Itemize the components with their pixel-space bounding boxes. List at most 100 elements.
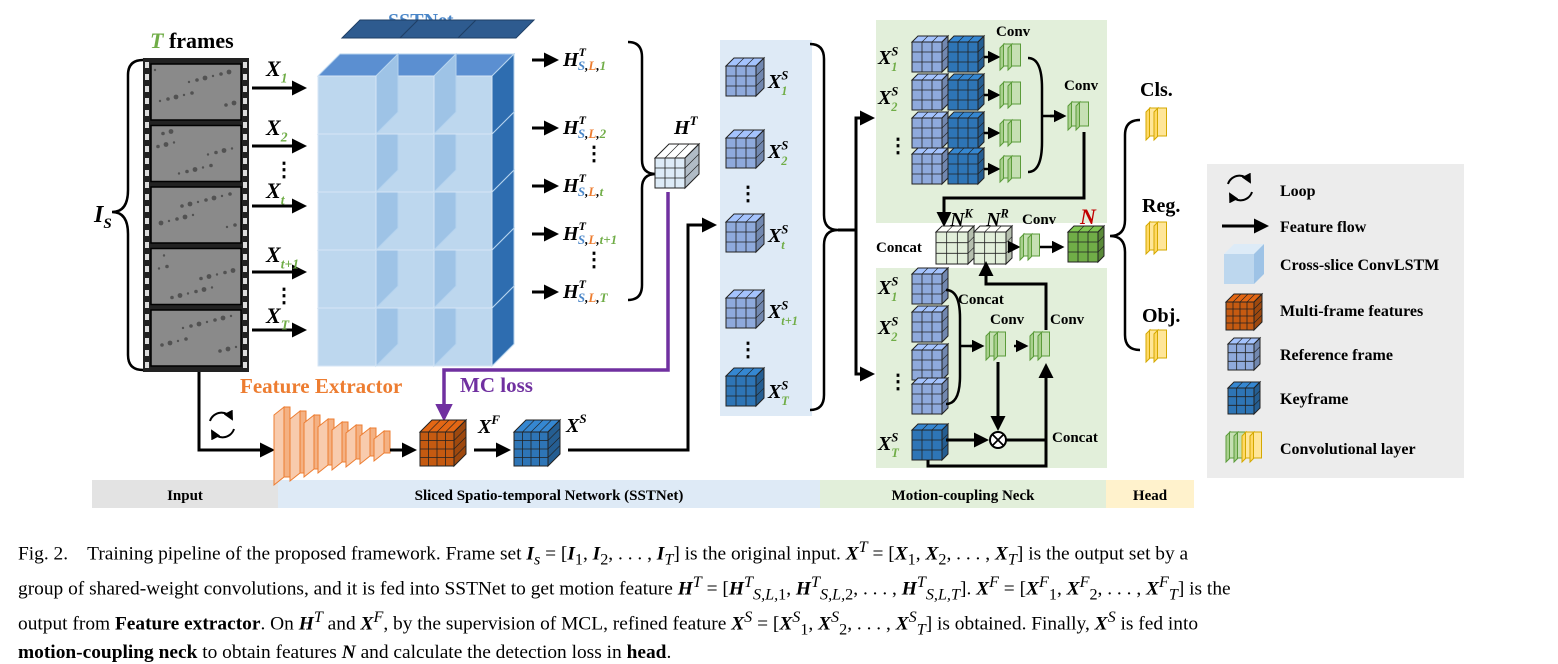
frame-texture: [211, 195, 217, 201]
film-hole: [145, 218, 149, 224]
frame-texture: [211, 74, 215, 78]
frame-texture: [182, 93, 186, 97]
film-hole: [243, 314, 247, 320]
frame-texture: [225, 346, 231, 352]
film-hole: [243, 290, 247, 296]
x-label-2: X2: [265, 115, 288, 145]
neck-conv-layer: [1019, 232, 1040, 262]
neck-ref-cube: [910, 72, 950, 112]
film-hole: [145, 206, 149, 212]
frame-texture: [226, 69, 232, 75]
frame-texture: [195, 78, 199, 82]
bar-sstnet-label: Sliced Spatio-temporal Network (SSTNet): [415, 488, 684, 504]
neck-conv-layer: [1067, 100, 1089, 132]
sstnet-back-top: [456, 19, 536, 39]
film-hole: [145, 122, 149, 128]
sstnet-cube-front: [317, 307, 377, 367]
film-hole: [243, 266, 247, 272]
frame-texture: [214, 150, 218, 155]
loop-icon: [209, 409, 235, 441]
neck-key-cube: [946, 110, 986, 150]
fe-layer-side: [289, 409, 301, 483]
neck-conv-layer: [999, 42, 1021, 72]
frame-border: [150, 63, 242, 121]
loop-path: [197, 372, 275, 458]
frame-texture: [185, 169, 189, 174]
frame-texture: [189, 324, 193, 328]
caption-text: is the original input.: [679, 543, 846, 565]
frames-title: T frames: [150, 28, 234, 53]
frame-texture: [201, 287, 207, 292]
caption-text: .: [966, 578, 977, 600]
head-cls-conv: [1145, 106, 1167, 142]
frame-texture: [192, 167, 198, 172]
frame-texture: [162, 254, 166, 257]
frame-texture: [204, 198, 208, 202]
film-hole: [243, 206, 247, 212]
film-hole: [243, 194, 247, 200]
frame-texture: [196, 200, 200, 204]
x-label-5: XT: [265, 303, 290, 333]
vdots-neck-bot: ⋮: [888, 371, 908, 393]
frame-texture: [202, 75, 208, 81]
film-hole: [243, 74, 247, 80]
vdots-h2: ⋮: [584, 249, 604, 271]
sstnet-cube-front: [317, 191, 377, 251]
head-conv-layers: [1145, 106, 1167, 364]
input-symbol: IS: [93, 202, 112, 232]
neck-bottom-ref-cube: [910, 376, 950, 416]
frame-texture: [199, 276, 203, 281]
neck-conv-layer: [985, 330, 1006, 362]
frame-texture: [163, 142, 169, 147]
frame-texture: [223, 270, 227, 275]
frame-texture: [160, 343, 164, 347]
conv-layer-icon: [1225, 430, 1262, 464]
multiply-cross: [991, 433, 1005, 447]
film-hole: [243, 242, 247, 248]
frame-texture: [205, 320, 209, 324]
frame-texture: [187, 201, 193, 207]
frame-texture: [177, 293, 183, 298]
keyframe-icon: [1226, 380, 1262, 416]
neck-concat-label: Concat: [1052, 430, 1098, 446]
frame-texture: [157, 267, 161, 270]
caption-text: .: [666, 641, 672, 663]
film-hole: [145, 86, 149, 92]
xf-cube-body: [418, 418, 468, 468]
neck-conv-layer: [999, 154, 1021, 184]
frame-image: [151, 310, 241, 366]
bar-input-label: Input: [167, 488, 203, 504]
caption-symbol: N: [341, 641, 356, 663]
film-hole: [145, 194, 149, 200]
frame-texture: [201, 166, 205, 169]
film-hole: [145, 134, 149, 140]
bar-neck-label: Motion-coupling Neck: [892, 488, 1036, 504]
mc-loss-path: [435, 192, 670, 422]
film-hole: [145, 62, 149, 68]
vdots-neck-top: ⋮: [888, 135, 908, 157]
vdots-ref1: ⋮: [738, 183, 758, 205]
film-hole: [243, 230, 247, 236]
neck-top-down-arrow: [936, 132, 1086, 227]
xs-to-refs-arrow: [568, 217, 717, 452]
frame-border: [150, 124, 242, 183]
frame-texture: [166, 97, 170, 101]
neck-conv-layer: [999, 80, 1021, 110]
x-label-3: Xt: [265, 178, 286, 208]
neck-ref-cube: [910, 110, 950, 150]
reference-frame-cube: [724, 212, 766, 254]
caption-text: is the output set by a: [1023, 543, 1189, 565]
neck-conv-label: Conv: [1022, 212, 1057, 228]
xs-refined-cube: [512, 418, 562, 468]
film-hole: [243, 362, 247, 368]
refs-brace: [809, 42, 839, 412]
caption-line-3: output from Feature extractor. On HT and…: [18, 608, 1199, 639]
